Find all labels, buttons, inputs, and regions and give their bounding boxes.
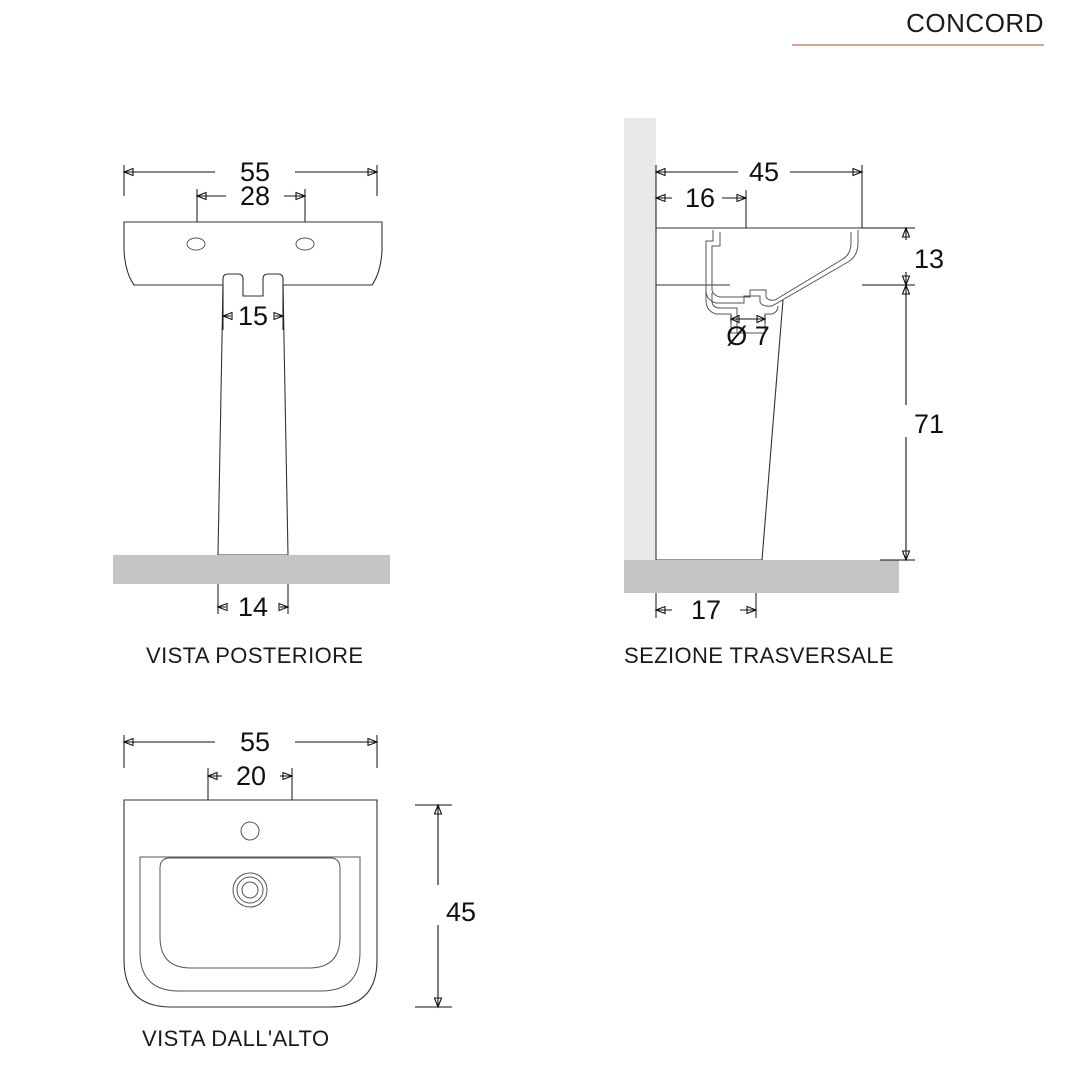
section-drain-inner <box>711 293 738 333</box>
rear-dim-15-text: 15 <box>238 301 268 331</box>
section-bowl-profile-inner <box>711 232 852 301</box>
section-dim-45-text: 45 <box>749 157 779 187</box>
top-rim-outline <box>139 856 361 992</box>
section-dim-17-text: 17 <box>691 595 721 625</box>
view-label-top: VISTA DALL'ALTO <box>142 1026 330 1051</box>
view-label-rear: VISTA POSTERIORE <box>146 643 364 668</box>
section-dim-16: 16 <box>654 183 748 228</box>
section-dim-diameter: Ø 7 <box>726 314 770 351</box>
rear-dim-55: 55 <box>122 157 379 196</box>
top-view: 55 20 45 <box>122 727 476 1009</box>
section-view: 45 16 Ø 7 13 <box>624 118 944 625</box>
section-front-face <box>761 299 784 561</box>
section-dim-71-text: 71 <box>914 409 944 439</box>
rear-dim-55-text: 55 <box>240 157 270 187</box>
rear-view: 55 28 15 14 <box>113 157 390 622</box>
rear-dim-15: 15 <box>221 285 285 331</box>
section-dim-diameter-text: Ø 7 <box>726 321 770 351</box>
section-drain-throat <box>705 290 779 334</box>
top-dim-55-text: 55 <box>240 727 270 757</box>
rear-dim-28: 28 <box>195 181 307 222</box>
top-drain-mid <box>236 876 264 904</box>
section-dim-13: 13 <box>862 226 944 287</box>
top-dim-45-text: 45 <box>446 897 476 927</box>
top-dim-45: 45 <box>415 803 476 1009</box>
section-bowl-profile-outer <box>705 230 859 307</box>
section-floor-band <box>624 560 899 593</box>
rear-dim-14-text: 14 <box>238 592 268 622</box>
rear-mount-hole-left <box>186 237 206 251</box>
section-dim-71: 71 <box>880 283 944 562</box>
section-dim-16-text: 16 <box>685 183 715 213</box>
section-dim-17: 17 <box>654 593 758 625</box>
top-outer-outline <box>123 799 378 1008</box>
section-dim-13-text: 13 <box>914 244 944 274</box>
top-dim-20: 20 <box>206 761 294 800</box>
rear-floor-band <box>113 555 390 584</box>
rear-dim-28-text: 28 <box>240 181 270 211</box>
top-dim-55: 55 <box>122 727 379 768</box>
top-drain-outer <box>232 872 268 908</box>
section-dim-45: 45 <box>654 157 864 228</box>
rear-basin-outline <box>123 221 383 297</box>
rear-mount-hole-right <box>295 237 315 251</box>
top-tap-hole <box>240 821 260 841</box>
top-dim-20-text: 20 <box>236 761 266 791</box>
section-basin-outline <box>656 227 862 286</box>
brand-underline <box>792 44 1044 46</box>
top-drain-inner <box>241 881 259 899</box>
rear-dim-14: 14 <box>216 584 290 622</box>
view-label-section: SEZIONE TRASVERSALE <box>624 643 895 668</box>
brand-title: CONCORD <box>906 8 1044 38</box>
top-bowl-outline <box>159 857 341 969</box>
section-wall <box>624 118 656 568</box>
